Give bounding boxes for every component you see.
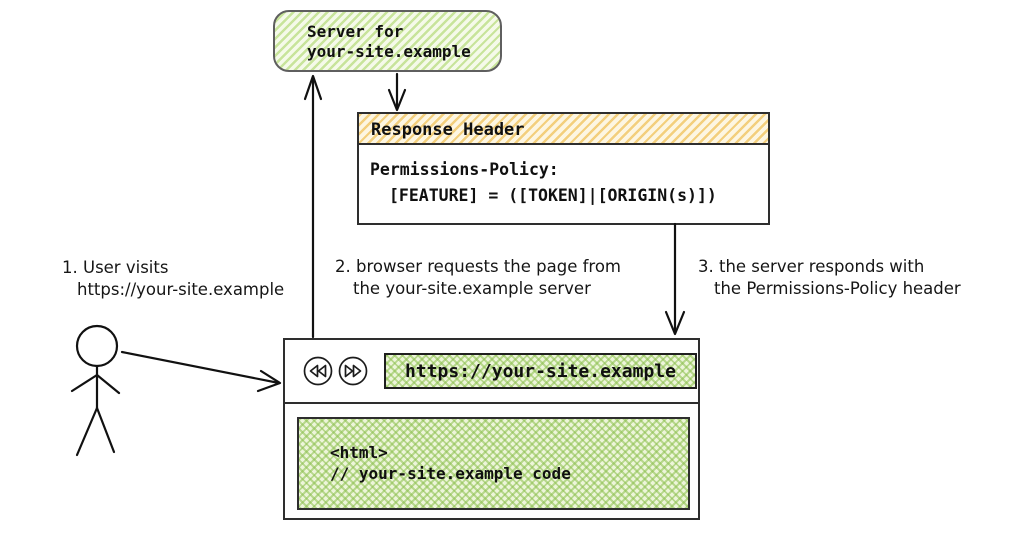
note-3-server-responds: 3. the server responds with the Permissi… [698,256,961,299]
stick-figure-user [70,324,121,457]
url-bar: https://your-site.example [384,353,697,389]
note-2-line1: 2. browser requests the page from [335,257,621,276]
note-1-line2: https://your-site.example [77,279,285,299]
browser-window: https://your-site.example <html> // your… [283,338,700,520]
response-header-title: Response Header [359,114,768,145]
response-header-card: Response Header Permissions-Policy: [FEA… [357,112,770,225]
server-label-line2: your-site.example [307,42,471,61]
note-1-user-visits: 1. User visits https://your-site.example [62,257,284,300]
code-line-html: <html> [330,443,388,462]
note-3-line1: 3. the server responds with [698,257,925,276]
arrow-user-to-browser [120,350,282,393]
permissions-policy-line: Permissions-Policy: [370,160,559,179]
server-label-line1: Server for [307,22,404,41]
url-text: https://your-site.example [405,360,676,382]
rewind-double-triangle-icon [303,356,333,386]
response-header-body: Permissions-Policy: [FEATURE] = ([TOKEN]… [359,145,768,223]
note-2-line2: the your-site.example server [353,278,591,298]
server-box: Server for your-site.example [273,10,502,72]
arrow-response-header-to-browser [664,222,686,336]
code-line-comment: // your-site.example code [330,464,571,483]
arrow-server-to-response-header [387,72,407,112]
browser-toolbar: https://your-site.example [285,340,698,404]
forward-button [338,356,368,386]
stick-figure-head [75,324,119,368]
note-2-browser-requests: 2. browser requests the page from the yo… [335,256,621,299]
page-content-box: <html> // your-site.example code [297,417,690,510]
back-button [303,356,333,386]
feature-token-origin-line: [FEATURE] = ([TOKEN]|[ORIGIN(s)]) [389,186,717,205]
note-3-line2: the Permissions-Policy header [714,278,961,298]
note-1-line1: 1. User visits [62,258,169,277]
arrow-browser-to-server [303,74,323,339]
fast-forward-double-triangle-icon [338,356,368,386]
